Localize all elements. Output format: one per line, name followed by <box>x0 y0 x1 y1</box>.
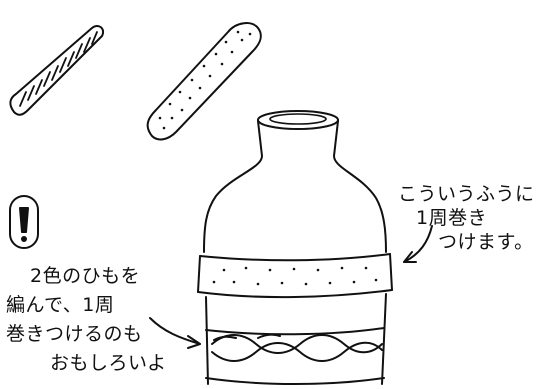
annotation-right-line: こういうふうに <box>398 183 535 205</box>
annotation-left-line: 2色のひもを <box>30 265 141 287</box>
annotation-right: こういうふうに 1周巻き つけます。 <box>398 182 535 254</box>
annotation-left: 2色のひもを 編んで、1周 巻きつけるのも おもしろいよ <box>6 262 167 378</box>
arrow-icon <box>149 317 201 349</box>
arrow-icon <box>403 225 433 263</box>
annotation-left-line: 巻きつけるのも <box>6 323 143 345</box>
bottle-icon <box>197 110 393 385</box>
annotation-right-line: つけます。 <box>438 231 534 253</box>
dotted-cord-icon <box>146 22 262 141</box>
exclamation-icon <box>9 195 39 249</box>
twisted-cord-icon <box>9 25 104 116</box>
annotation-left-line: おもしろいよ <box>50 352 167 374</box>
annotation-left-line: 編んで、1周 <box>6 294 115 316</box>
annotation-right-line: 1周巻き <box>416 207 488 229</box>
